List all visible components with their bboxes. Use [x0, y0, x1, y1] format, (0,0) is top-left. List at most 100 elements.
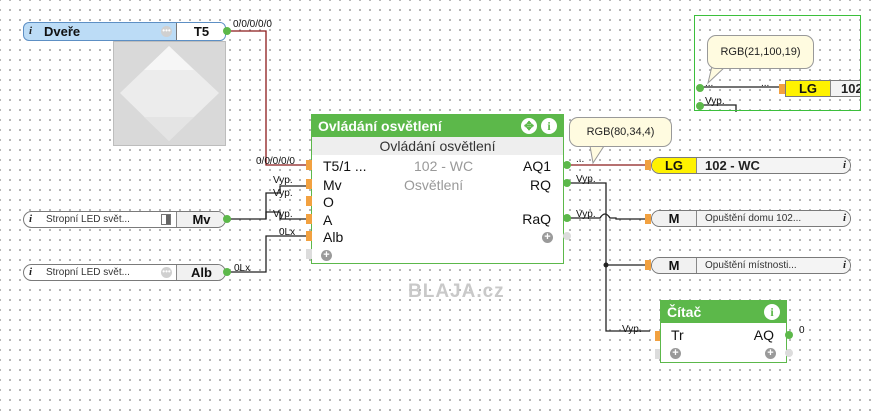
input-mv-pill[interactable]: i Stropní LED svět... Mv	[23, 211, 226, 228]
pin-a[interactable]	[306, 214, 312, 224]
door-input-block[interactable]: i Dveře ••• T5	[23, 22, 226, 147]
pin-m2-in[interactable]	[645, 260, 651, 270]
pin-add[interactable]	[306, 249, 312, 259]
inset-callout: RGB(21,100,19)	[707, 35, 814, 69]
inset-label: Vyp.	[705, 96, 725, 107]
info-icon[interactable]: i	[541, 118, 557, 134]
wire-mv-a	[265, 211, 308, 220]
door-sensor-icon	[120, 46, 219, 141]
port-o[interactable]: O	[323, 194, 334, 210]
menu-dots-icon[interactable]: •••	[161, 267, 172, 278]
pin-mv[interactable]	[306, 179, 312, 189]
block-subtitle: Ovládání osvětlení	[312, 137, 563, 155]
pin-counter-tr[interactable]	[655, 331, 661, 341]
move-icon[interactable]: ✥	[521, 118, 537, 134]
wire-raq	[570, 213, 648, 220]
input-alb-text: Stropní LED svět...	[46, 267, 130, 278]
add-output-icon[interactable]: +	[542, 232, 553, 243]
port-a[interactable]: A	[323, 212, 333, 228]
inset-pin-in[interactable]	[779, 84, 785, 94]
info-icon[interactable]: i	[842, 212, 846, 224]
port-mv[interactable]: Mv	[323, 177, 342, 193]
output-label-rq: Vyp.	[576, 174, 596, 185]
info-icon[interactable]: i	[29, 266, 33, 278]
output-label-raq: Vyp.	[576, 209, 596, 220]
pin-alb[interactable]	[306, 231, 312, 241]
wire-inset-2	[700, 104, 737, 112]
pin-m1-in[interactable]	[645, 214, 651, 224]
inset-dots-right: ...	[761, 78, 770, 89]
info-icon[interactable]: i	[842, 159, 846, 171]
door-output-pin[interactable]	[223, 27, 231, 35]
watermark: BLAJA.cz	[408, 281, 505, 302]
wire-alb	[228, 235, 308, 273]
block-center-line1: 102 - WC	[414, 158, 474, 174]
block-title: Ovládání osvětlení	[318, 118, 442, 134]
input-alb-pill[interactable]: i Stropní LED svět... ••• Alb	[23, 264, 226, 281]
output-m1-tag: M	[652, 211, 696, 226]
alb-output-pin[interactable]	[223, 268, 231, 276]
output-m2-name: Opuštění místnosti...	[696, 258, 850, 273]
block-center-line2: Osvětlení	[404, 177, 464, 193]
door-name: Dveře	[44, 24, 81, 39]
mv-output-pin[interactable]	[223, 215, 231, 223]
counter-header[interactable]: Čítač i	[661, 301, 786, 323]
pin-counter-add[interactable]	[655, 349, 661, 359]
block-header[interactable]: Ovládání osvětlení ✥ i	[312, 115, 563, 137]
inset-selection[interactable]: RGB(21,100,19) ... ... Vyp. LG 102	[694, 15, 861, 111]
inset-lg-name: 102	[830, 81, 860, 96]
port-alb[interactable]: Alb	[323, 229, 344, 245]
inset-dots-left: ...	[705, 78, 714, 89]
port-raq[interactable]: RaQ	[522, 211, 551, 227]
counter-title: Čítač	[667, 304, 702, 320]
wire-mv	[228, 185, 308, 220]
counter-block[interactable]: Čítač i Tr AQ + +	[660, 300, 787, 363]
input-label-alb: 0Lx	[279, 227, 296, 238]
output-lg-pill[interactable]: LG 102 - WC i	[651, 157, 851, 174]
inset-lg-tag: LG	[786, 81, 830, 96]
add-output-icon[interactable]: +	[765, 348, 776, 359]
add-input-icon[interactable]: +	[321, 250, 332, 261]
menu-dots-icon[interactable]: •••	[161, 26, 172, 37]
output-m2-tag: M	[652, 258, 696, 273]
counter-port-aq[interactable]: AQ	[753, 327, 774, 343]
inset-pin-out-2[interactable]	[696, 102, 704, 110]
toggle-icon[interactable]	[161, 214, 171, 225]
input-label-a: Vyp.	[273, 209, 293, 220]
pin-counter-add-out[interactable]	[785, 349, 793, 357]
pin-lg-in[interactable]	[645, 160, 651, 170]
port-rq[interactable]: RQ	[530, 177, 551, 193]
info-icon[interactable]: i	[842, 259, 846, 271]
info-icon[interactable]: i	[29, 213, 33, 225]
info-icon[interactable]: i	[29, 25, 33, 37]
inset-pin-out[interactable]	[696, 84, 704, 92]
info-icon[interactable]: i	[764, 304, 780, 320]
port-t5[interactable]: T5/1 ...	[323, 158, 367, 174]
inset-callout-text: RGB(21,100,19)	[720, 46, 801, 58]
input-mv-text: Stropní LED svět...	[46, 214, 130, 225]
color-callout: RGB(80,34,4)	[569, 117, 672, 147]
input-label-o: Vyp.	[273, 188, 293, 199]
output-lg-tag: LG	[652, 158, 696, 173]
pin-aq1[interactable]	[563, 161, 571, 169]
wire-rq	[570, 182, 650, 332]
pin-raq[interactable]	[563, 214, 571, 222]
output-lg-name: 102 - WC	[696, 158, 850, 173]
inset-lg-pill[interactable]: LG 102	[785, 80, 860, 97]
port-aq1[interactable]: AQ1	[522, 158, 551, 174]
alb-output-value: 0Lx	[234, 263, 251, 274]
output-m2-pill[interactable]: M Opuštění místnosti... i	[651, 257, 851, 274]
door-input-pill[interactable]: i Dveře ••• T5	[23, 22, 226, 41]
add-input-icon[interactable]: +	[670, 348, 681, 359]
output-m1-pill[interactable]: M Opuštění domu 102... i	[651, 210, 851, 227]
counter-port-tr[interactable]: Tr	[671, 327, 684, 343]
pin-t5[interactable]	[306, 160, 312, 170]
pin-add-out[interactable]	[563, 232, 571, 240]
lighting-control-block[interactable]: Ovládání osvětlení ✥ i Ovládání osvětlen…	[311, 114, 564, 264]
wire-door-t5	[228, 30, 308, 166]
output-label-aq1: ...	[576, 154, 585, 165]
pin-o[interactable]	[306, 196, 312, 206]
pin-rq[interactable]	[563, 179, 571, 187]
pin-counter-aq[interactable]	[785, 331, 793, 339]
output-m1-name: Opuštění domu 102...	[696, 211, 850, 226]
